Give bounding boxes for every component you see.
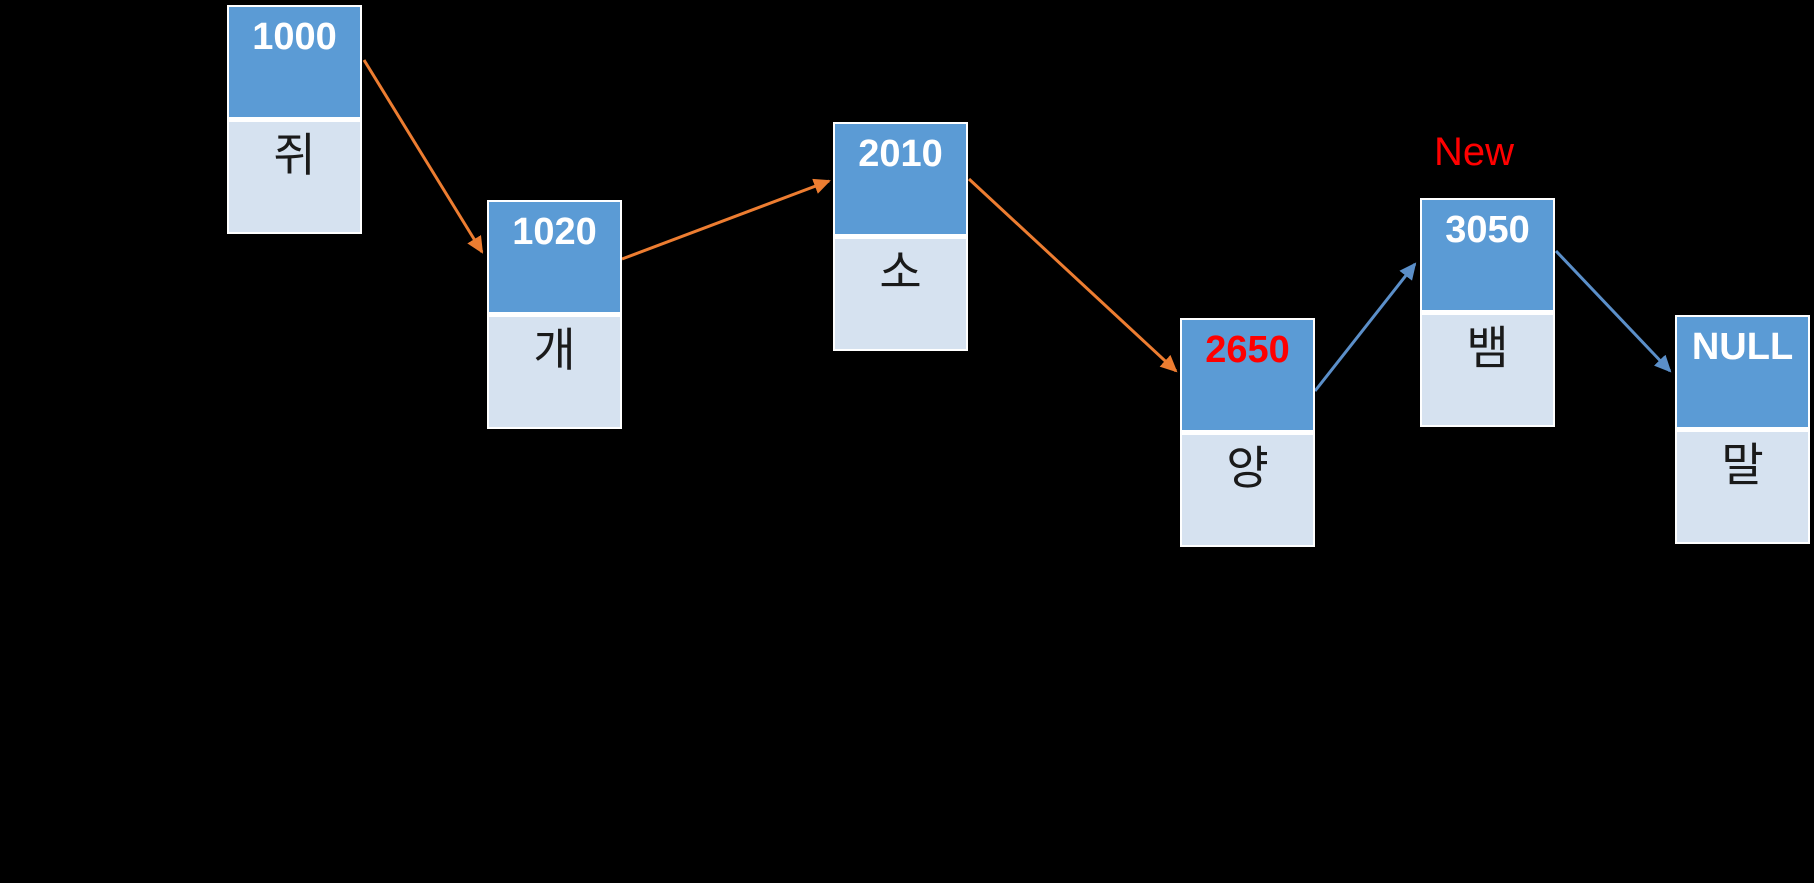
- node-value: 양: [1182, 435, 1313, 545]
- node-value: 소: [835, 239, 966, 349]
- node-value: 개: [489, 317, 620, 427]
- node-address: 2650: [1182, 320, 1313, 430]
- node-address: 1020: [489, 202, 620, 312]
- node-value: 뱀: [1422, 315, 1553, 425]
- node-value: 말: [1677, 432, 1808, 542]
- pointer-arrow-1020-to-2010: [621, 178, 831, 261]
- pointer-arrow-1000-to-1020: [362, 59, 484, 254]
- pointer-arrow-2010-to-2650: [967, 177, 1178, 373]
- node-value: 쥐: [229, 122, 360, 232]
- node-address: 3050: [1422, 200, 1553, 310]
- node-address: 1000: [229, 7, 360, 117]
- node-address: 2010: [835, 124, 966, 234]
- pointer-arrow-3050-to-null: [1554, 249, 1672, 373]
- node-address: NULL: [1677, 317, 1808, 427]
- new-node-label: New: [1434, 130, 1515, 174]
- pointer-arrow-2650-to-3050: [1313, 262, 1417, 392]
